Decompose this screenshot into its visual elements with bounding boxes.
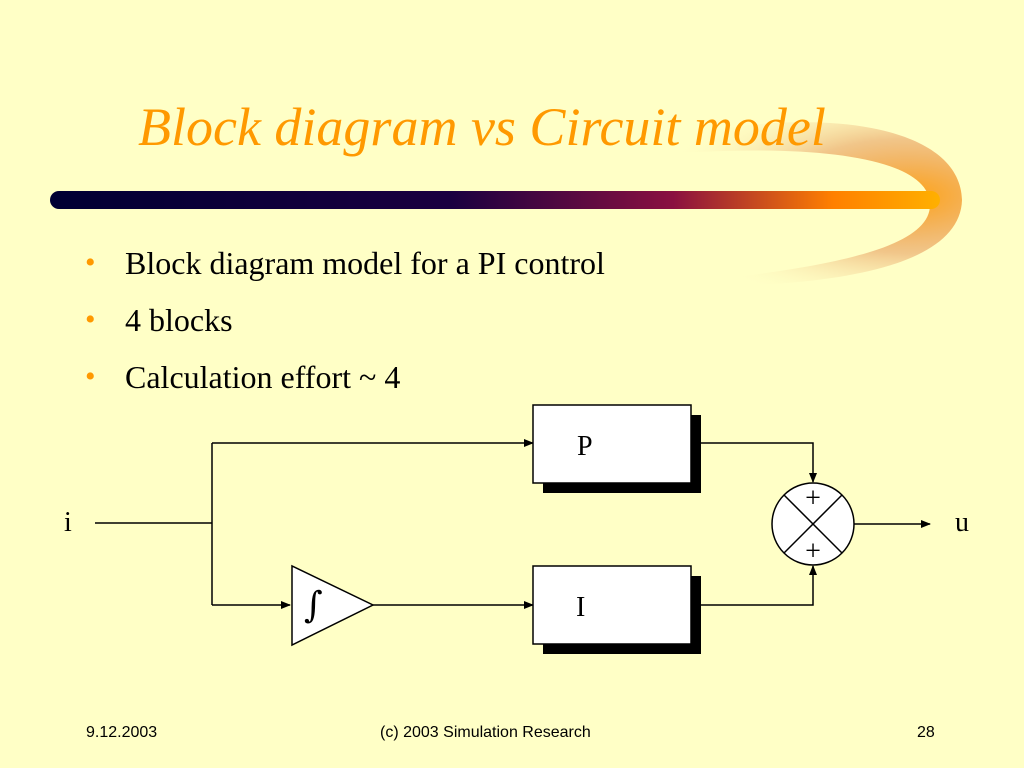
bullet-item: • Block diagram model for a PI control	[85, 240, 605, 297]
bullet-item: • Calculation effort ~ 4	[85, 354, 605, 411]
sum-top-sign: +	[805, 483, 821, 514]
wire-i-to-sum	[701, 565, 817, 606]
bullet-text: 4 blocks	[125, 302, 233, 338]
bullet-list: • Block diagram model for a PI control •…	[85, 240, 605, 411]
slide-title: Block diagram vs Circuit model	[138, 97, 826, 157]
p-block-label: P	[577, 431, 593, 462]
footer-date: 9.12.2003	[86, 724, 158, 741]
p-block	[532, 404, 692, 484]
bullet-item: • 4 blocks	[85, 297, 605, 354]
bullet-dot-icon: •	[85, 360, 96, 393]
integrator-block	[291, 564, 375, 647]
footer-page-number: 28	[917, 724, 935, 741]
bullet-dot-icon: •	[85, 246, 96, 279]
integrator-symbol: ∫	[304, 585, 323, 626]
bullet-dot-icon: •	[85, 303, 96, 336]
wire-p-to-sum	[701, 442, 817, 483]
bullet-text: Calculation effort ~ 4	[125, 359, 401, 395]
sum-cross-line	[783, 494, 843, 554]
output-label: u	[955, 507, 969, 538]
i-block-label: I	[576, 592, 585, 623]
i-block	[532, 565, 692, 645]
bullet-text: Block diagram model for a PI control	[125, 245, 605, 281]
input-label: i	[64, 507, 72, 538]
sum-bottom-sign: +	[805, 536, 821, 567]
gradient-bar	[50, 191, 940, 209]
footer-copyright: (c) 2003 Simulation Research	[380, 724, 591, 741]
title-underline-bar	[50, 122, 962, 286]
